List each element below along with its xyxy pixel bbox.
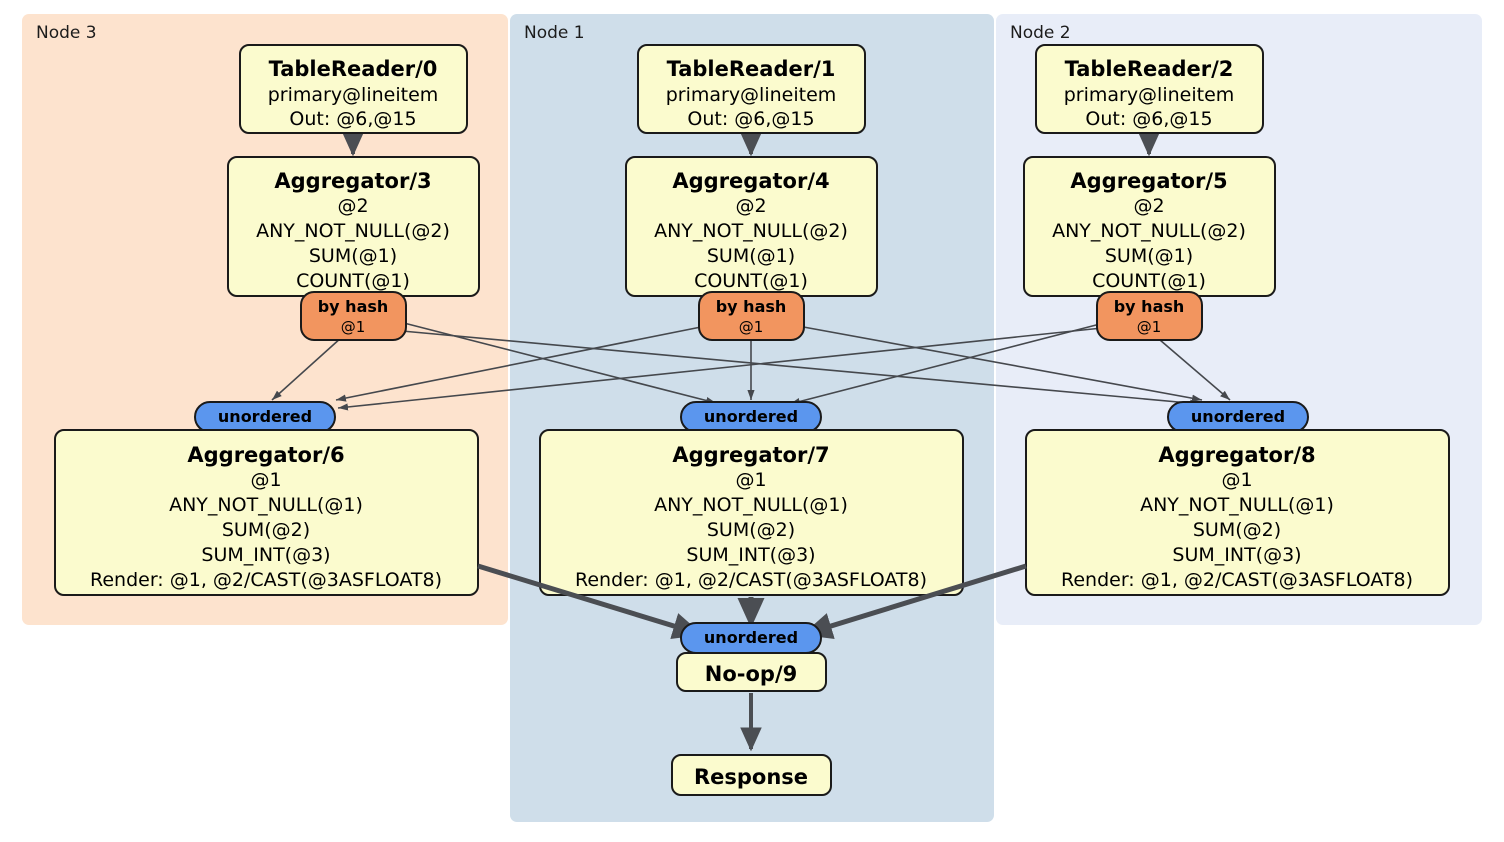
sync-unordered9[interactable]: unordered — [680, 622, 822, 654]
aggregator3-line-3: COUNT(@1) — [296, 270, 410, 292]
tablereader2-line-1: Out: @6,@15 — [1085, 108, 1212, 130]
aggregator7-line-3: SUM_INT(@3) — [686, 544, 815, 566]
tablereader0-line-1: Out: @6,@15 — [289, 108, 416, 130]
box-aggregator6[interactable]: Aggregator/6 @1 ANY_NOT_NULL(@1) SUM(@2)… — [54, 429, 479, 596]
aggregator4-title: Aggregator/4 — [672, 169, 829, 193]
box-noop9[interactable]: No-op/9 — [676, 652, 827, 692]
byhash5-sub: @1 — [1137, 318, 1162, 336]
unordered8-label: unordered — [1191, 407, 1285, 426]
aggregator7-line-2: SUM(@2) — [707, 519, 795, 541]
tablereader1-title: TableReader/1 — [667, 57, 836, 81]
region-label-node1: Node 1 — [524, 23, 585, 43]
aggregator5-line-0: @2 — [1133, 195, 1164, 217]
aggregator6-line-4: Render: @1, @2/CAST(@3ASFLOAT8) — [90, 569, 442, 591]
reader-to-aggregator-edges — [342, 132, 1160, 157]
aggregator7-line-0: @1 — [735, 469, 766, 491]
noop9-title: No-op/9 — [705, 662, 797, 686]
unordered9-label: unordered — [704, 628, 798, 647]
aggregator7-line-1: ANY_NOT_NULL(@1) — [654, 494, 848, 516]
box-aggregator7[interactable]: Aggregator/7 @1 ANY_NOT_NULL(@1) SUM(@2)… — [539, 429, 964, 596]
unordered6-label: unordered — [218, 407, 312, 426]
sync-unordered8[interactable]: unordered — [1167, 401, 1309, 433]
box-aggregator3[interactable]: Aggregator/3 @2 ANY_NOT_NULL(@2) SUM(@1)… — [227, 156, 480, 297]
byhash5-label: by hash — [1114, 297, 1185, 316]
aggregator8-line-1: ANY_NOT_NULL(@1) — [1140, 494, 1334, 516]
aggregator6-line-2: SUM(@2) — [222, 519, 310, 541]
byhash3-sub: @1 — [341, 318, 366, 336]
aggregator4-line-1: ANY_NOT_NULL(@2) — [654, 220, 848, 242]
tablereader1-line-1: Out: @6,@15 — [687, 108, 814, 130]
response-title: Response — [694, 765, 808, 789]
aggregator6-line-1: ANY_NOT_NULL(@1) — [169, 494, 363, 516]
aggregator8-line-3: SUM_INT(@3) — [1172, 544, 1301, 566]
edge-hash4-unordered6 — [335, 325, 707, 402]
aggregator6-title: Aggregator/6 — [187, 443, 344, 467]
aggregator5-line-3: COUNT(@1) — [1092, 270, 1206, 292]
router-byhash5[interactable]: by hash @1 — [1096, 291, 1203, 341]
region-label-node3: Node 3 — [36, 23, 97, 43]
aggregator8-line-2: SUM(@2) — [1193, 519, 1281, 541]
aggregator5-title: Aggregator/5 — [1070, 169, 1227, 193]
aggregator8-line-4: Render: @1, @2/CAST(@3ASFLOAT8) — [1061, 569, 1413, 591]
tablereader2-line-0: primary@lineitem — [1064, 84, 1235, 106]
tablereader1-line-0: primary@lineitem — [666, 84, 837, 106]
sync-unordered6[interactable]: unordered — [194, 401, 336, 433]
byhash4-label: by hash — [716, 297, 787, 316]
tablereader0-title: TableReader/0 — [269, 57, 438, 81]
region-label-node2: Node 2 — [1010, 23, 1071, 43]
box-response[interactable]: Response — [671, 754, 832, 796]
box-aggregator5[interactable]: Aggregator/5 @2 ANY_NOT_NULL(@2) SUM(@1)… — [1023, 156, 1276, 297]
byhash4-sub: @1 — [739, 318, 764, 336]
aggregator4-line-2: SUM(@1) — [707, 245, 795, 267]
aggregator7-line-4: Render: @1, @2/CAST(@3ASFLOAT8) — [575, 569, 927, 591]
aggregator3-line-2: SUM(@1) — [309, 245, 397, 267]
aggregator8-line-0: @1 — [1221, 469, 1252, 491]
aggregator8-title: Aggregator/8 — [1158, 443, 1315, 467]
router-byhash4[interactable]: by hash @1 — [698, 291, 805, 341]
aggregator3-line-1: ANY_NOT_NULL(@2) — [256, 220, 450, 242]
box-aggregator4[interactable]: Aggregator/4 @2 ANY_NOT_NULL(@2) SUM(@1)… — [625, 156, 878, 297]
aggregator3-title: Aggregator/3 — [274, 169, 431, 193]
aggregator4-line-0: @2 — [735, 195, 766, 217]
aggregator7-title: Aggregator/7 — [672, 443, 829, 467]
edge-hash5-unordered6 — [337, 327, 1103, 411]
aggregator3-line-0: @2 — [337, 195, 368, 217]
edge-hash3-unordered8 — [401, 330, 1201, 407]
box-tablereader2[interactable]: TableReader/2 primary@lineitem Out: @6,@… — [1035, 44, 1264, 134]
edge-agg6-unordered9 — [477, 563, 703, 640]
edge-hash5-unordered7 — [789, 323, 1101, 405]
edge-hash3-unordered6 — [271, 336, 343, 401]
tablereader0-line-0: primary@lineitem — [268, 84, 439, 106]
aggregator6-line-3: SUM_INT(@3) — [201, 544, 330, 566]
box-aggregator8[interactable]: Aggregator/8 @1 ANY_NOT_NULL(@1) SUM(@2)… — [1025, 429, 1450, 596]
router-byhash3[interactable]: by hash @1 — [300, 291, 407, 341]
aggregator5-line-2: SUM(@1) — [1105, 245, 1193, 267]
box-tablereader1[interactable]: TableReader/1 primary@lineitem Out: @6,@… — [637, 44, 866, 134]
tablereader2-title: TableReader/2 — [1065, 57, 1234, 81]
unordered7-label: unordered — [704, 407, 798, 426]
sync-unordered7[interactable]: unordered — [680, 401, 822, 433]
aggregator-to-final-edges — [477, 563, 1027, 640]
aggregator6-line-0: @1 — [250, 469, 281, 491]
aggregator5-line-1: ANY_NOT_NULL(@2) — [1052, 220, 1246, 242]
hash-to-unordered-edges — [271, 321, 1231, 411]
box-tablereader0[interactable]: TableReader/0 primary@lineitem Out: @6,@… — [239, 44, 468, 134]
byhash3-label: by hash — [318, 297, 389, 316]
edge-hash4-unordered8 — [797, 325, 1203, 402]
edge-hash5-unordered8 — [1159, 339, 1231, 401]
edge-agg8-unordered9 — [802, 563, 1027, 639]
aggregator4-line-3: COUNT(@1) — [694, 270, 808, 292]
